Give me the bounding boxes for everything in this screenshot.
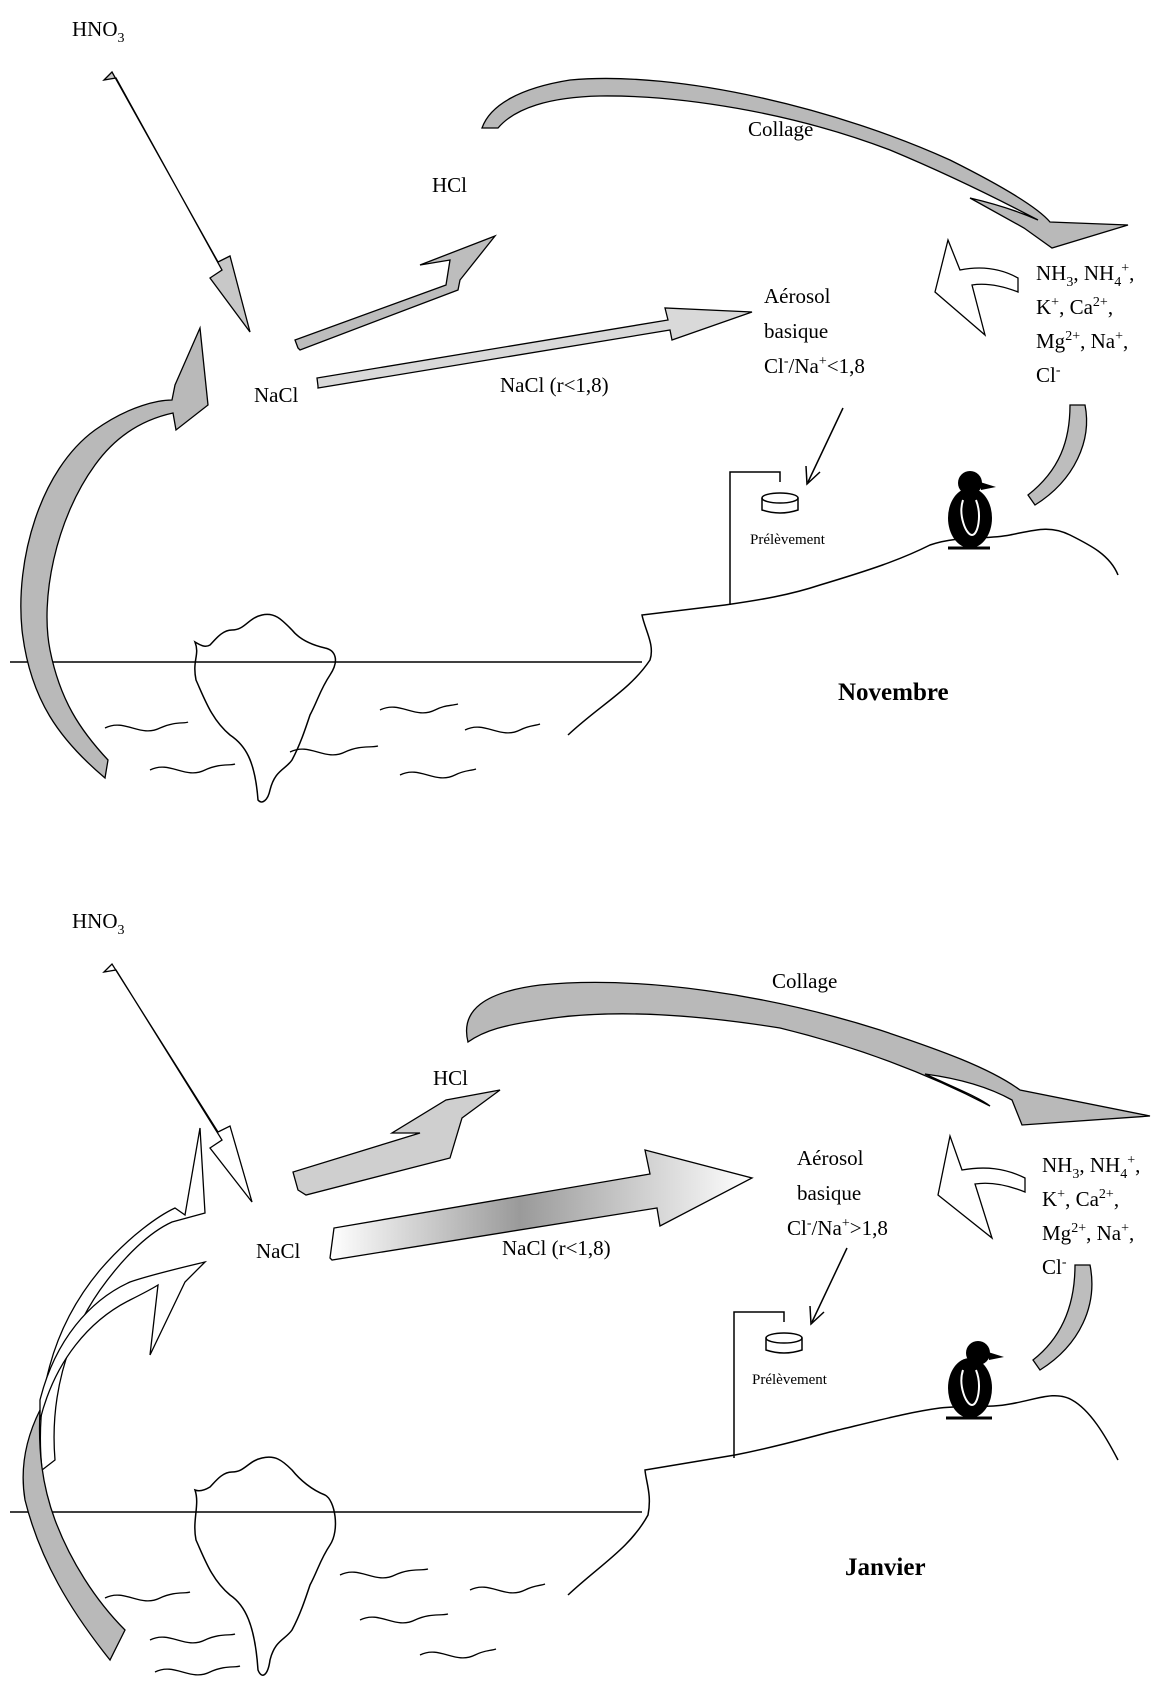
sea-spray-arrow-2 bbox=[40, 1262, 205, 1420]
pointer-arrow bbox=[810, 1248, 847, 1324]
sampling-label: Prélèvement bbox=[752, 1372, 828, 1388]
sea-spray-arrow-gray bbox=[23, 1410, 125, 1660]
iceberg bbox=[195, 1457, 336, 1675]
nacl-source-label: NaCl bbox=[254, 383, 298, 407]
deposition-arrow bbox=[1033, 1265, 1092, 1370]
ratio-label: Cl-/Na+>1,8 bbox=[787, 1216, 888, 1240]
aerosol-label-2: basique bbox=[797, 1181, 861, 1205]
species-line-3: Mg2+, Na+, bbox=[1042, 1221, 1134, 1245]
collage-label: Collage bbox=[748, 117, 813, 141]
hno3-arrow bbox=[104, 72, 250, 332]
species-line-3: Mg2+, Na+, bbox=[1036, 329, 1128, 353]
species-line-4: Cl- bbox=[1036, 363, 1061, 387]
waves bbox=[105, 704, 540, 778]
hno3-label: HNO3 bbox=[72, 17, 125, 46]
sea-spray-arrow bbox=[21, 328, 208, 778]
penguin-icon bbox=[948, 471, 996, 548]
pointer-arrow bbox=[806, 408, 843, 484]
species-return-arrow bbox=[935, 240, 1018, 335]
coastline bbox=[568, 1396, 1118, 1595]
iceberg bbox=[195, 614, 336, 802]
hcl-arrow bbox=[295, 236, 495, 350]
panel-novembre: HNO3 HCl Collage NaCl NaCl (r<1,8) Aéros… bbox=[10, 17, 1134, 802]
ratio-label: Cl-/Na+<1,8 bbox=[764, 354, 865, 378]
hcl-label: HCl bbox=[433, 1066, 468, 1090]
aerosol-label-1: Aérosol bbox=[764, 284, 831, 308]
hno3-label: HNO3 bbox=[72, 909, 125, 938]
nacl-flux-label: NaCl (r<1,8) bbox=[500, 373, 609, 397]
species-line-4: Cl- bbox=[1042, 1255, 1067, 1279]
nacl-flux-label: NaCl (r<1,8) bbox=[502, 1236, 611, 1260]
nacl-source-label: NaCl bbox=[256, 1239, 300, 1263]
panel-janvier: HNO3 HCl Collage NaCl NaCl (r<1,8) Aéros… bbox=[10, 909, 1150, 1675]
collage-label: Collage bbox=[772, 969, 837, 993]
aerosol-label-1: Aérosol bbox=[797, 1146, 864, 1170]
hno3-arrow bbox=[104, 964, 252, 1202]
collage-arrow bbox=[467, 982, 1150, 1125]
species-line-2: K+, Ca2+, bbox=[1036, 295, 1113, 319]
species-line-1: NH3, NH4+, bbox=[1036, 261, 1134, 290]
species-line-1: NH3, NH4+, bbox=[1042, 1153, 1140, 1182]
waves bbox=[105, 1569, 545, 1675]
hcl-label: HCl bbox=[432, 173, 467, 197]
season-label: Janvier bbox=[845, 1554, 926, 1581]
aerosol-label-2: basique bbox=[764, 319, 828, 343]
collage-arrow bbox=[482, 78, 1128, 248]
species-return-arrow bbox=[938, 1136, 1025, 1238]
species-line-2: K+, Ca2+, bbox=[1042, 1187, 1119, 1211]
sampling-label: Prélèvement bbox=[750, 532, 826, 548]
season-label: Novembre bbox=[838, 679, 949, 706]
deposition-arrow bbox=[1028, 405, 1087, 505]
hcl-arrow bbox=[293, 1090, 500, 1195]
